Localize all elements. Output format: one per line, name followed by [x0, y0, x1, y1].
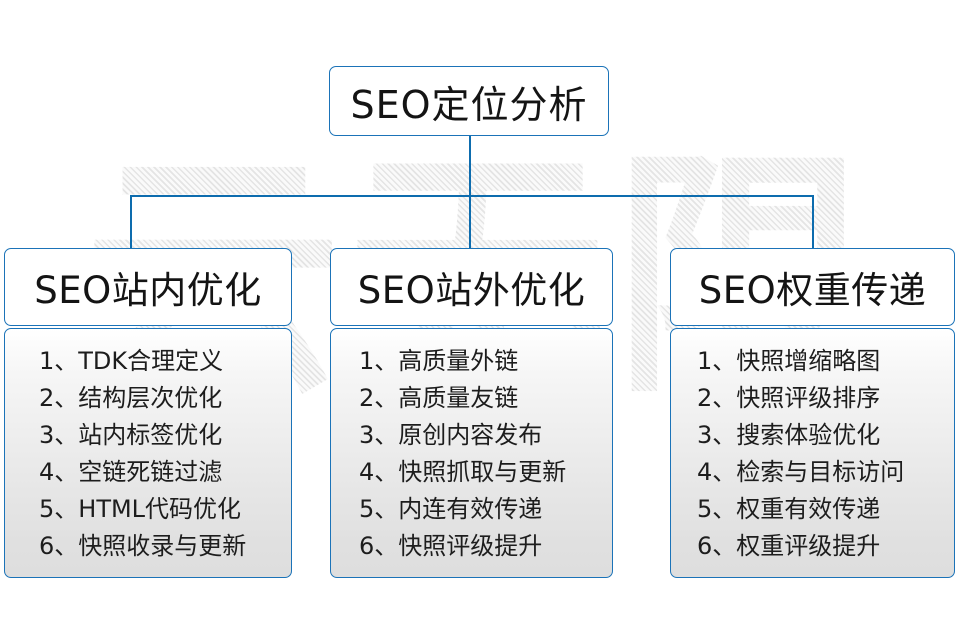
- branch-3-header[interactable]: SEO权重传递: [670, 248, 955, 326]
- list-item[interactable]: 3、原创内容发布: [359, 421, 543, 449]
- connector-root-vertical: [469, 136, 471, 196]
- branch-3-header-label: SEO权重传递: [698, 269, 927, 312]
- branch-column-3: SEO权重传递 1、快照增缩略图 2、快照评级排序 3、搜索体验优化 4、检索与…: [670, 248, 955, 578]
- list-item[interactable]: 2、快照评级排序: [697, 384, 881, 412]
- branch-1-header-label: SEO站内优化: [34, 269, 262, 312]
- branch-2-header-label: SEO站外优化: [357, 269, 586, 312]
- list-item[interactable]: 1、快照增缩略图: [697, 347, 881, 375]
- list-item[interactable]: 4、空链死链过滤: [39, 458, 223, 486]
- branch-1-header[interactable]: SEO站内优化: [4, 248, 292, 326]
- list-item[interactable]: 4、检索与目标访问: [697, 458, 905, 486]
- root-node[interactable]: SEO定位分析: [329, 66, 609, 136]
- connector-branch-2-drop: [469, 195, 471, 249]
- root-node-label: SEO定位分析: [350, 82, 588, 127]
- branch-column-2: SEO站外优化 1、高质量外链 2、高质量友链 3、原创内容发布 4、快照抓取与…: [330, 248, 613, 578]
- connector-branch-3-drop: [812, 195, 814, 249]
- list-item[interactable]: 1、高质量外链: [359, 347, 519, 375]
- list-item[interactable]: 6、快照评级提升: [359, 532, 543, 560]
- list-item[interactable]: 4、快照抓取与更新: [359, 458, 567, 486]
- list-item[interactable]: 5、权重有效传递: [697, 495, 881, 523]
- branch-column-1: SEO站内优化 1、TDK合理定义 2、结构层次优化 3、站内标签优化 4、空链…: [4, 248, 292, 578]
- list-item[interactable]: 3、搜索体验优化: [697, 421, 881, 449]
- list-item[interactable]: 6、快照收录与更新: [39, 532, 247, 560]
- list-item[interactable]: 6、权重评级提升: [697, 532, 881, 560]
- list-item[interactable]: 5、内连有效传递: [359, 495, 543, 523]
- connector-horizontal-bus: [130, 195, 814, 197]
- list-item[interactable]: 2、结构层次优化: [39, 384, 223, 412]
- list-item[interactable]: 5、HTML代码优化: [39, 495, 242, 523]
- branch-2-header[interactable]: SEO站外优化: [330, 248, 613, 326]
- branch-3-list: 1、快照增缩略图 2、快照评级排序 3、搜索体验优化 4、检索与目标访问 5、权…: [670, 328, 955, 578]
- list-item[interactable]: 2、高质量友链: [359, 384, 519, 412]
- list-item[interactable]: 3、站内标签优化: [39, 421, 223, 449]
- connector-branch-1-drop: [130, 195, 132, 249]
- branch-2-list: 1、高质量外链 2、高质量友链 3、原创内容发布 4、快照抓取与更新 5、内连有…: [330, 328, 613, 578]
- branch-1-list: 1、TDK合理定义 2、结构层次优化 3、站内标签优化 4、空链死链过滤 5、H…: [4, 328, 292, 578]
- list-item[interactable]: 1、TDK合理定义: [39, 347, 224, 375]
